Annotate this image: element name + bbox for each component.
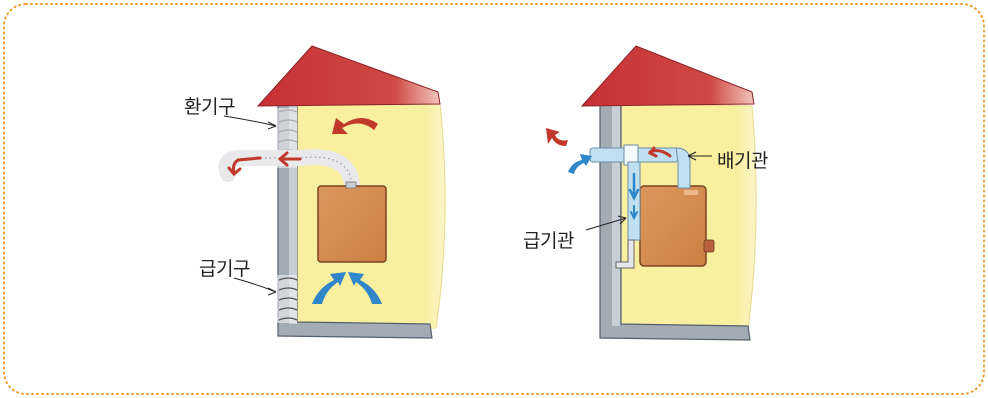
hot-air-arrow-icon xyxy=(546,128,568,146)
label-supply-vent: 급기구 xyxy=(199,254,250,281)
right-house-roof xyxy=(582,46,754,106)
left-house-roof xyxy=(258,46,440,106)
label-intake-pipe: 급기관 xyxy=(523,226,574,253)
left-heater xyxy=(318,186,386,262)
fresh-air-arrow-icon xyxy=(568,154,592,174)
right-heater xyxy=(640,186,706,266)
right-house xyxy=(546,46,756,340)
label-vent: 환기구 xyxy=(184,92,235,119)
left-house xyxy=(224,46,445,338)
dotted-frame xyxy=(4,4,984,394)
label-exhaust-pipe: 배기관 xyxy=(717,146,768,173)
vent-grille-lower xyxy=(277,275,297,323)
